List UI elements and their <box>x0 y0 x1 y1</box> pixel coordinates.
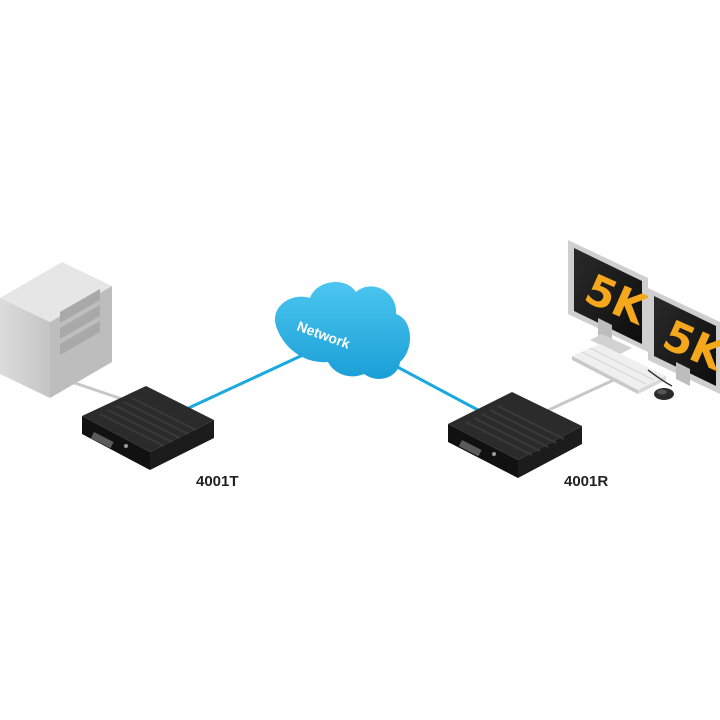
receiver-to-peripherals-line <box>539 376 619 416</box>
kvm-extender-receiver-icon <box>448 392 582 478</box>
network-cloud-icon: Network <box>274 281 411 379</box>
mouse-icon <box>647 369 674 400</box>
monitor-left: 5K <box>568 240 656 354</box>
transmitter-network-line <box>179 346 319 414</box>
receiver-label: 4001R <box>564 473 608 490</box>
tower-computer-icon <box>0 262 112 398</box>
dual-monitor-icon: 5K 5K <box>568 240 720 394</box>
monitor-right: 5K <box>648 288 720 394</box>
kvm-extender-transmitter-icon <box>82 386 214 470</box>
transmitter-label: 4001T <box>196 473 239 490</box>
keyboard-icon <box>572 344 666 394</box>
network-receiver-line <box>387 360 479 412</box>
